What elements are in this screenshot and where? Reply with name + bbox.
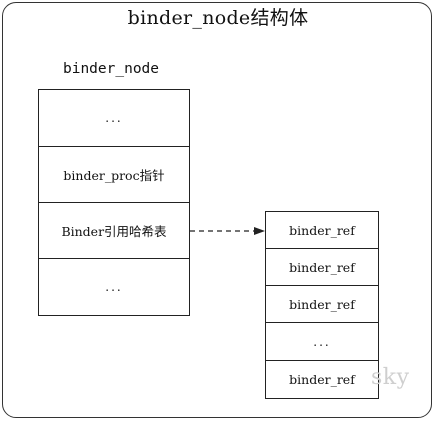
watermark-text: sky	[371, 365, 410, 390]
binder-ref-item: binder_ref	[265, 211, 379, 249]
diagram-title: binder_node结构体	[127, 7, 309, 29]
node-field-binder-ref-hash-table: Binder引用哈希表	[38, 202, 190, 259]
binder-ref-item: binder_ref	[265, 248, 379, 286]
struct-frame	[2, 2, 432, 418]
node-field-binder-proc-pointer: binder_proc指针	[38, 146, 190, 203]
binder-node-label: binder_node	[62, 61, 160, 77]
node-field-ellipsis-bottom: ...	[38, 258, 190, 316]
binder-ref-item: binder_ref	[265, 360, 379, 399]
binder-ref-item: binder_ref	[265, 285, 379, 323]
